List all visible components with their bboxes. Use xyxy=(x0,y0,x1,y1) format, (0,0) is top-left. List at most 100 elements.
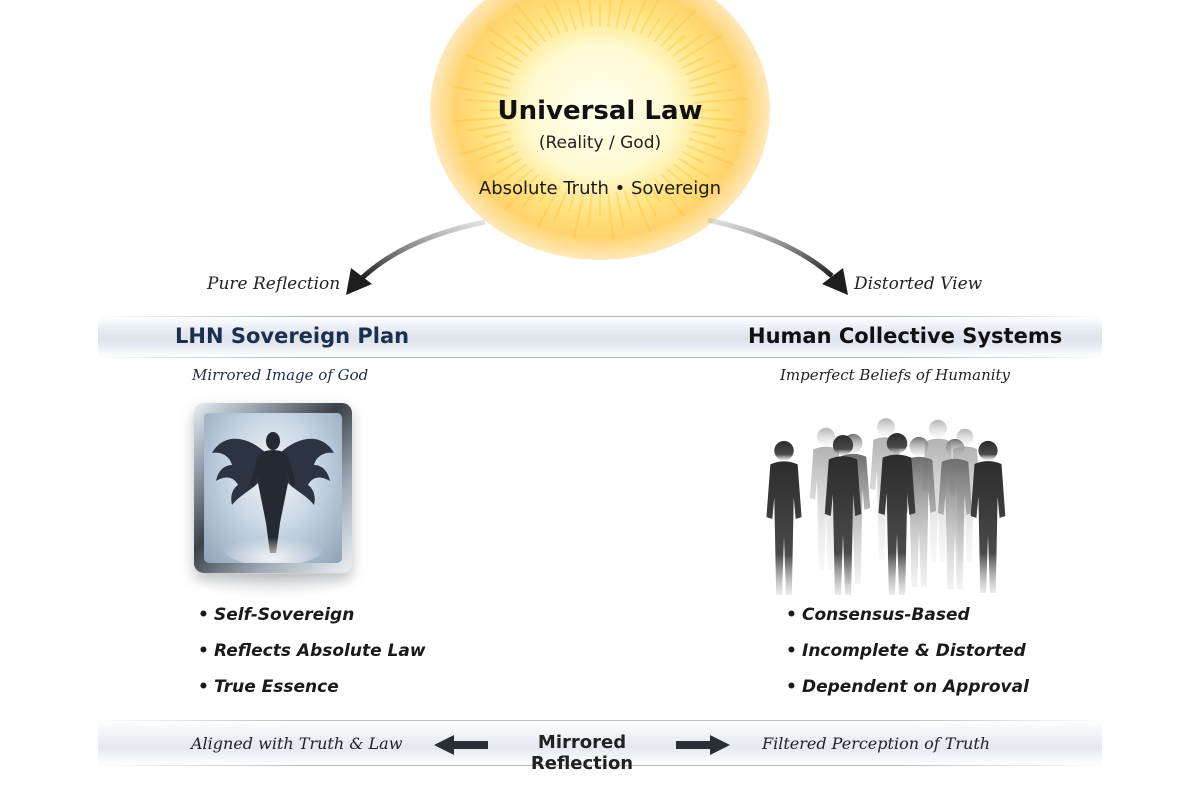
left-column-title: LHN Sovereign Plan xyxy=(175,324,410,348)
sun-ray xyxy=(576,0,585,28)
list-item: •Incomplete & Distorted xyxy=(786,641,1026,661)
sun-glow xyxy=(430,0,770,260)
sun-ray xyxy=(607,193,614,240)
sun-ray xyxy=(685,59,722,76)
sun-ray xyxy=(688,137,727,152)
sun-ray xyxy=(513,18,540,47)
sun-ray xyxy=(467,123,507,132)
footer-center-label: Mirrored Reflection xyxy=(530,732,634,774)
sun-ray xyxy=(536,185,561,229)
pure-reflection-label: Pure Reflection xyxy=(207,274,341,294)
distorted-view-arrow-icon xyxy=(707,217,848,295)
mirror-reflection xyxy=(184,574,362,600)
sun-ray xyxy=(473,68,512,83)
sun-ray xyxy=(631,0,647,32)
distorted-view-label: Distorted View xyxy=(854,274,983,294)
sun-ray xyxy=(623,7,633,30)
sun-ray xyxy=(514,2,547,43)
sun-ray xyxy=(631,188,652,233)
sun-ray xyxy=(587,193,593,228)
sun-ray xyxy=(553,0,569,32)
sun-ray xyxy=(504,173,540,211)
source-subtitle: (Reality / God) xyxy=(538,133,662,153)
right-point-label: Dependent on Approval xyxy=(802,677,1029,697)
right-column-title: Human Collective Systems xyxy=(748,324,1063,348)
right-column-points: •Consensus-Based •Incomplete & Distorted… xyxy=(786,598,1029,706)
footer-band xyxy=(98,720,1102,766)
sun-ray xyxy=(693,123,746,134)
sun-ray xyxy=(639,0,660,35)
list-item: •Reflects Absolute Law xyxy=(198,641,426,661)
left-point-label: Self-Sovereign xyxy=(214,605,355,625)
left-column-subtitle: Mirrored Image of God xyxy=(192,366,369,384)
sun-ray xyxy=(666,168,686,186)
sun-ray xyxy=(660,173,687,202)
sun-ray xyxy=(465,54,515,76)
sun-ray xyxy=(646,181,661,203)
winged-figure-icon xyxy=(212,432,334,563)
sun-ray xyxy=(653,12,678,43)
sun-ray xyxy=(639,185,658,218)
list-item: •Self-Sovereign xyxy=(198,605,355,625)
sun-ray xyxy=(495,56,519,70)
sun-ray xyxy=(483,130,509,139)
sun-ray xyxy=(681,56,705,70)
mirror-frame xyxy=(194,403,352,573)
sun-ray xyxy=(486,25,528,58)
sun-ray xyxy=(489,41,523,63)
sun-ray xyxy=(691,81,717,90)
sun-ray xyxy=(660,9,696,47)
sun-ray xyxy=(466,98,506,104)
sun-ray xyxy=(646,17,661,39)
sun-ray xyxy=(539,181,554,203)
left-point-label: True Essence xyxy=(214,677,339,697)
sun-ray xyxy=(691,130,717,139)
sun-ray xyxy=(623,190,633,213)
sun-ray xyxy=(681,150,705,164)
sun-ray xyxy=(588,0,593,27)
sun-ray xyxy=(495,150,519,164)
sun-ray xyxy=(573,192,585,239)
sun-ray xyxy=(514,34,534,52)
footer-left-label: Aligned with Truth & Law xyxy=(191,734,403,753)
sun-ray xyxy=(688,64,740,83)
sun-ray xyxy=(542,2,561,35)
sun-ray xyxy=(693,88,733,97)
source-tagline: Absolute Truth • Sovereign xyxy=(478,178,722,199)
sun-ray xyxy=(694,97,748,104)
crowd-silhouettes-icon xyxy=(766,418,1006,595)
sun-ray xyxy=(454,86,507,97)
mirror-image xyxy=(204,413,342,563)
sun-ray xyxy=(460,137,512,156)
sun-ray xyxy=(478,157,523,186)
list-item: •Consensus-Based xyxy=(786,605,970,625)
sun-ray xyxy=(539,17,554,39)
list-item: •Dependent on Approval xyxy=(786,677,1029,697)
pure-reflection-arrow-icon xyxy=(346,219,486,295)
sun-ray xyxy=(496,162,528,187)
sun-ray xyxy=(452,116,506,123)
mirrored-reflection-arrow-icon xyxy=(434,735,730,755)
sun-ray xyxy=(483,81,509,90)
footer-right-label: Filtered Perception of Truth xyxy=(762,734,991,753)
sun-rays-icon xyxy=(452,0,748,240)
sun-ray xyxy=(522,177,547,208)
right-point-label: Incomplete & Distorted xyxy=(802,641,1026,661)
sun-ray xyxy=(677,34,722,63)
sun-ray xyxy=(685,144,735,166)
sun-ray xyxy=(553,188,569,222)
sun-ray xyxy=(478,144,515,161)
left-point-label: Reflects Absolute Law xyxy=(214,641,426,661)
source-title: Universal Law xyxy=(497,96,703,126)
column-header-band xyxy=(98,316,1102,358)
left-column-points: •Self-Sovereign •Reflects Absolute Law •… xyxy=(198,598,426,706)
right-point-label: Consensus-Based xyxy=(802,605,970,625)
sun-ray xyxy=(677,157,711,179)
sun-ray xyxy=(567,7,577,30)
sun-ray xyxy=(567,190,577,213)
sun-ray xyxy=(615,192,625,227)
sun-ray xyxy=(615,0,624,28)
sun-ray xyxy=(694,116,734,122)
sun-ray xyxy=(653,177,686,218)
